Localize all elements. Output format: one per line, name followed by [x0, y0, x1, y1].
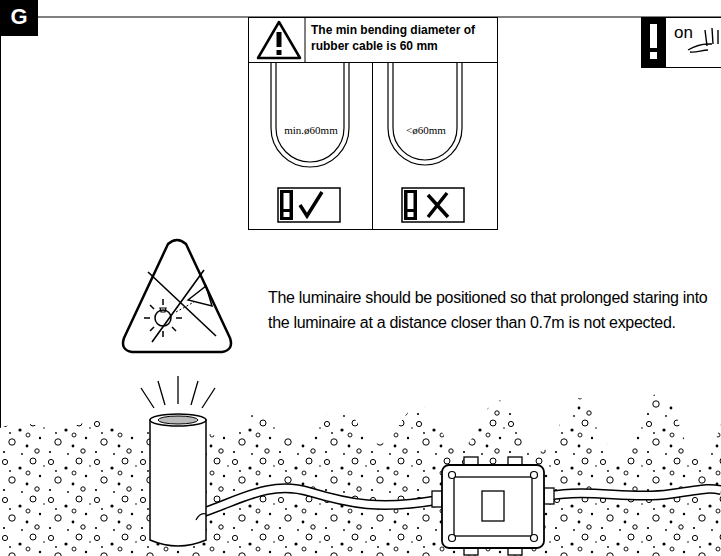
drawing-part: [280, 190, 293, 220]
drawing-part: [158, 416, 198, 424]
drawing-part: [688, 44, 712, 50]
drawing-part: [393, 62, 457, 160]
drawing-part: [305, 17, 306, 62]
luminaire: [141, 376, 215, 546]
drawing-part: [0, 392, 721, 556]
drawing-part: [641, 17, 666, 67]
node-text: G: [0, 3, 38, 32]
drawing-part: [123, 240, 231, 352]
drawing-part: [148, 270, 216, 342]
node-text: min.ø60mm: [273, 123, 349, 137]
ok-mark: [278, 188, 340, 222]
drawing-part: [388, 62, 462, 165]
drawing-part: [271, 62, 349, 167]
drawing-part: [548, 489, 721, 496]
drawing-part: [144, 299, 182, 337]
drawing-part: [408, 212, 414, 217]
drawing-part: [258, 22, 300, 58]
warning-triangle: [258, 22, 300, 58]
drawing-part: [442, 465, 544, 548]
drawing-part: [548, 489, 721, 496]
node-text: <ø60mm: [392, 123, 460, 137]
drawing-part: [141, 376, 215, 408]
drawing-part: [188, 286, 212, 306]
drawing-part: [300, 192, 322, 216]
drawing-part: [449, 535, 456, 542]
drawing-part: [277, 32, 282, 47]
drawing-part: [196, 514, 206, 520]
drawing-part: [650, 24, 657, 48]
drawing-part: [428, 193, 448, 217]
drawing-part: [454, 477, 532, 536]
drawing-part: [276, 62, 344, 162]
drawing-part: [432, 491, 442, 507]
ground: [0, 392, 721, 556]
drawing-part: [408, 193, 414, 209]
drawing-part: [449, 472, 456, 479]
drawing-part: [150, 420, 206, 546]
drawing-part: [160, 308, 166, 312]
bad-mark: [402, 188, 464, 222]
cable-bend-ok: [271, 62, 349, 167]
drawing-part: [705, 28, 718, 46]
drawing-part: [0, 392, 721, 556]
drawing-part: [204, 488, 438, 512]
drawing-part: [204, 488, 438, 512]
on-box: on: [641, 17, 721, 68]
ok-panel: min.ø60mm: [248, 62, 373, 230]
drawing-part: [150, 414, 206, 426]
section-letter: G: [0, 0, 38, 36]
warning-heading-box: The min bending diameter of rubber cable…: [248, 17, 498, 63]
eye-hazard-sign: [123, 240, 231, 352]
note-text: The luminaire should be positioned so th…: [268, 286, 714, 336]
drawing-part: [402, 188, 464, 222]
drawing-part: [284, 212, 290, 217]
drawing-part: [404, 190, 417, 220]
drawing-part: [544, 488, 554, 504]
cable-bend-bad: [388, 62, 462, 165]
drawing-part: [284, 193, 290, 209]
drawing-part: [278, 188, 340, 222]
node-text: The min bending diameter of rubber cable…: [311, 23, 493, 54]
drawing-part: [650, 52, 657, 59]
junction-box: [432, 457, 554, 555]
drawing-part: [482, 491, 504, 521]
bad-panel: <ø60mm: [372, 62, 498, 230]
drawing-part: [531, 535, 538, 542]
node-text: on: [674, 22, 704, 44]
drawing-part: [277, 50, 282, 55]
on-mark: [641, 17, 666, 67]
drawing-part: [531, 472, 538, 479]
drawing-part: [690, 50, 708, 52]
